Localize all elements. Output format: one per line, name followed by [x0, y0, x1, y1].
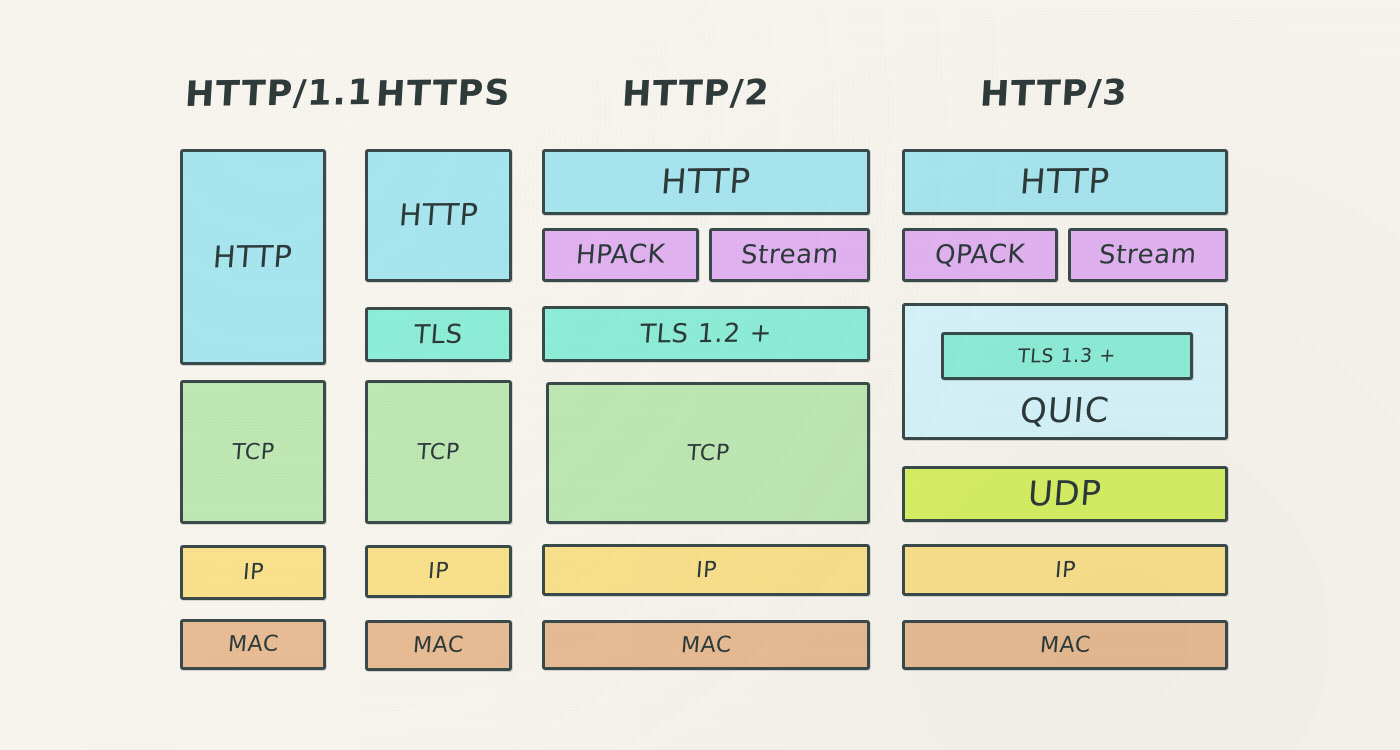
- layer-label-http: HTTP: [1018, 161, 1112, 203]
- layer-label-tls: TLS 1.2 +: [638, 318, 774, 350]
- column-header-http11: HTTP/1.1: [183, 73, 375, 115]
- layer-box-http11-mac: MAC: [180, 619, 326, 670]
- layer-box-http2-mac: MAC: [542, 620, 870, 670]
- layer-label-ip: IP: [694, 557, 718, 583]
- layer-label-http: HTTP: [397, 197, 480, 234]
- layer-label-mac: MAC: [226, 631, 280, 658]
- layer-box-http11-http: HTTP: [180, 149, 326, 365]
- layer-label-mac: MAC: [679, 632, 733, 658]
- layer-box-http2-stream: Stream: [709, 228, 870, 282]
- layer-label-stream: Stream: [739, 239, 840, 271]
- layer-label-mac: MAC: [412, 632, 465, 659]
- layer-box-https-tcp: TCP: [365, 380, 512, 524]
- layer-box-http11-tcp: TCP: [180, 380, 326, 524]
- layer-label-quic: QUIC: [1018, 390, 1112, 432]
- layer-box-https-mac: MAC: [365, 620, 512, 671]
- layer-label-tls: TLS 1.3 +: [1017, 344, 1117, 368]
- layer-label-tcp: TCP: [685, 440, 731, 466]
- layer-box-http3-stream: Stream: [1068, 228, 1228, 282]
- column-header-https: HTTPS: [374, 73, 512, 115]
- layer-label-hpack: HPACK: [574, 239, 667, 271]
- layer-box-https-ip: IP: [365, 545, 512, 598]
- layer-label-quic-wrap: QUIC: [905, 390, 1225, 432]
- layer-box-http2-tls: TLS 1.2 +: [542, 306, 870, 362]
- layer-label-ip: IP: [241, 559, 265, 586]
- column-header-http3: HTTP/3: [978, 73, 1130, 115]
- column-header-http2: HTTP/2: [620, 73, 772, 115]
- layer-box-http3-quic: TLS 1.3 + QUIC: [902, 303, 1228, 440]
- layer-box-http3-qpack: QPACK: [902, 228, 1058, 282]
- layer-box-http3-http: HTTP: [902, 149, 1228, 215]
- layer-box-https-tls: TLS: [365, 307, 512, 362]
- layer-box-http3-tls13: TLS 1.3 +: [941, 332, 1193, 380]
- layer-box-http2-ip: IP: [542, 544, 870, 596]
- layer-box-http11-ip: IP: [180, 545, 326, 600]
- layer-label-tls: TLS: [412, 319, 465, 350]
- layer-label-qpack: QPACK: [933, 239, 1027, 271]
- layer-box-http2-tcp: TCP: [546, 382, 870, 524]
- layer-box-http3-ip: IP: [902, 544, 1228, 596]
- layer-label-udp: UDP: [1026, 473, 1104, 515]
- layer-box-http2-hpack: HPACK: [542, 228, 699, 282]
- layer-box-http3-mac: MAC: [902, 620, 1228, 670]
- layer-box-https-http: HTTP: [365, 149, 512, 282]
- layer-label-tcp: TCP: [416, 439, 461, 465]
- layer-box-http3-udp: UDP: [902, 466, 1228, 522]
- layer-label-mac: MAC: [1038, 632, 1092, 658]
- layer-label-ip: IP: [427, 558, 450, 585]
- layer-label-stream: Stream: [1097, 239, 1199, 271]
- layer-label-tcp: TCP: [230, 439, 276, 465]
- layer-label-ip: IP: [1053, 557, 1077, 583]
- layer-box-http2-http: HTTP: [542, 149, 870, 215]
- layer-label-http: HTTP: [211, 239, 295, 275]
- layer-label-http: HTTP: [659, 161, 753, 203]
